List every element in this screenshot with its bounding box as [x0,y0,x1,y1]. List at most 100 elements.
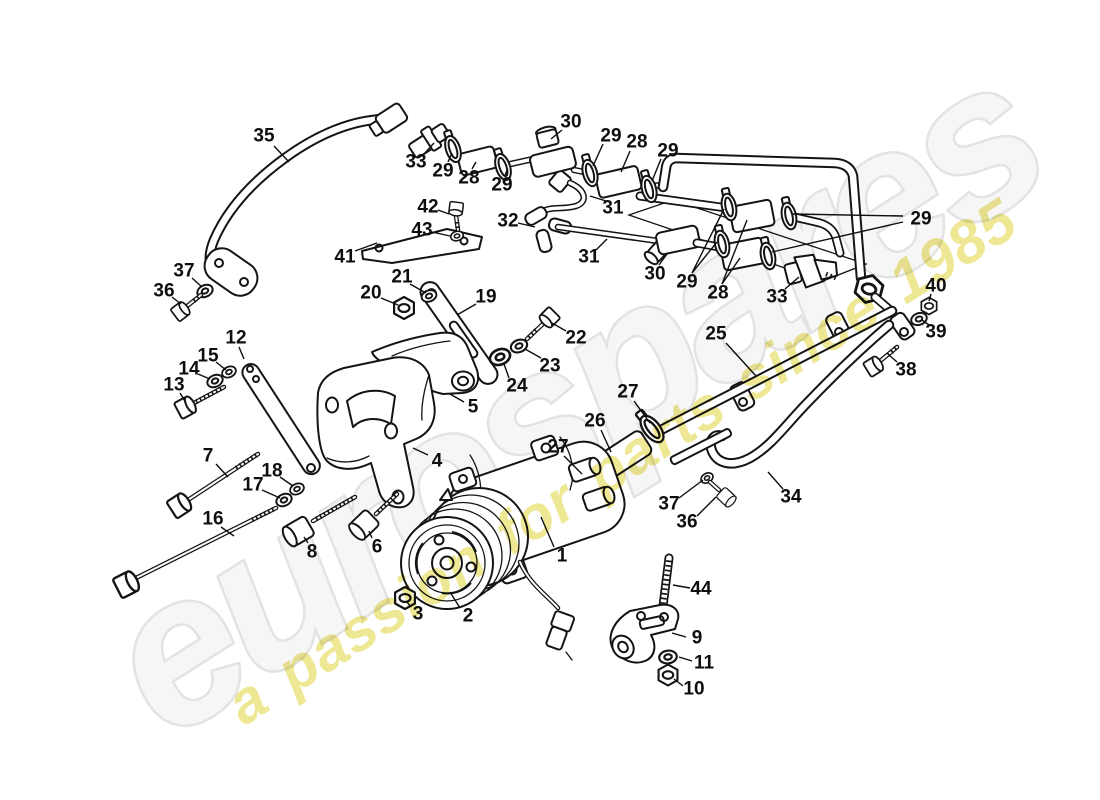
part-label-11[interactable]: 11 [694,653,715,674]
leader-line [303,536,309,544]
part-label-32[interactable]: 32 [497,211,518,232]
part-label-29[interactable]: 29 [491,175,512,196]
part-label-18[interactable]: 18 [261,461,282,482]
leader-line [279,476,294,487]
part-clamp-29 [439,127,465,166]
part-label-21[interactable]: 21 [391,267,413,288]
part-label-29[interactable]: 29 [676,272,697,293]
part-label-28[interactable]: 28 [458,168,479,189]
part-label-38[interactable]: 38 [895,360,916,381]
part-label-13[interactable]: 13 [163,375,184,396]
part-label-24[interactable]: 24 [506,376,528,397]
leader-line [215,463,229,478]
part-label-35[interactable]: 35 [253,126,275,147]
part-label-2[interactable]: 2 [463,606,474,627]
part-pipe-34 [669,311,916,469]
part-label-1[interactable]: 1 [557,546,568,567]
leader-line [673,678,684,687]
part-label-10[interactable]: 10 [683,679,704,700]
part-label-26[interactable]: 26 [584,411,605,432]
part-label-37[interactable]: 37 [173,261,194,282]
part-label-33[interactable]: 33 [766,287,787,308]
part-label-9[interactable]: 9 [692,628,703,649]
leader-line [792,213,904,217]
part-label-15[interactable]: 15 [197,346,219,367]
part-valve-30-a [529,125,577,193]
part-label-14[interactable]: 14 [178,359,200,380]
part-bracket-4 [316,356,436,509]
leader-line [179,392,187,404]
part-label-25[interactable]: 25 [705,324,727,345]
leader-line [273,145,290,163]
leader-line [928,293,932,302]
part-bracket-9 [609,603,680,664]
part-label-3[interactable]: 3 [413,604,424,625]
leader-line [678,656,693,662]
part-label-22[interactable]: 22 [565,328,586,349]
leader-line [550,129,563,140]
leader-line [595,238,608,251]
part-fitting-33 [783,253,839,289]
leader-line [412,447,429,456]
part-label-27[interactable]: 27 [617,382,638,403]
part-loop-pipe [657,152,894,314]
part-label-7[interactable]: 7 [203,446,214,467]
part-label-36[interactable]: 36 [153,281,174,302]
leader-line [447,152,453,163]
part-label-44[interactable]: 44 [690,579,712,600]
leader-line [672,584,691,589]
part-stud-44 [658,553,674,611]
part-label-31[interactable]: 31 [578,247,600,268]
part-pipe-25 [653,305,898,437]
leader-line [563,455,583,475]
part-label-20[interactable]: 20 [360,283,381,304]
part-label-27[interactable]: 27 [547,437,568,458]
part-label-30[interactable]: 30 [644,264,665,285]
part-label-31[interactable]: 31 [602,198,624,219]
part-label-29[interactable]: 29 [432,161,453,182]
leader-line [691,241,718,274]
part-label-39[interactable]: 39 [925,322,946,343]
part-label-28[interactable]: 28 [707,283,728,304]
part-label-37[interactable]: 37 [658,494,679,515]
part-label-33[interactable]: 33 [405,152,426,173]
part-label-23[interactable]: 23 [539,356,560,377]
part-label-34[interactable]: 34 [780,487,802,508]
part-bolt-8 [278,494,358,550]
leader-line [784,276,800,290]
part-label-28[interactable]: 28 [626,132,647,153]
leader-line [238,346,245,360]
part-label-42[interactable]: 42 [417,197,438,218]
leader-line [696,496,717,517]
part-bolt-16 [111,505,279,600]
part-label-41[interactable]: 41 [334,247,356,268]
part-label-29[interactable]: 29 [910,209,931,230]
part-label-19[interactable]: 19 [475,287,496,308]
leader-line [406,601,412,608]
leader-line [771,221,904,253]
part-label-40[interactable]: 40 [925,276,946,297]
leader-line [524,348,542,359]
part-label-16[interactable]: 16 [202,509,223,530]
part-label-6[interactable]: 6 [372,537,383,558]
part-label-5[interactable]: 5 [468,397,479,418]
part-label-29[interactable]: 29 [657,141,678,162]
part-arm-12 [241,363,321,476]
part-label-43[interactable]: 43 [411,220,432,241]
part-label-30[interactable]: 30 [560,112,581,133]
leader-line [409,283,427,294]
leader-line [449,393,465,403]
leader-line [888,354,898,363]
part-bolt-42 [447,200,465,233]
part-label-12[interactable]: 12 [225,328,246,349]
part-label-36[interactable]: 36 [676,512,697,533]
part-label-4[interactable]: 4 [432,451,443,472]
part-label-8[interactable]: 8 [307,542,318,563]
part-label-29[interactable]: 29 [600,126,621,147]
part-nut-10 [657,663,679,687]
part-washer-11 [657,648,679,666]
part-bolt-36-right [707,479,739,510]
part-label-17[interactable]: 17 [242,475,263,496]
